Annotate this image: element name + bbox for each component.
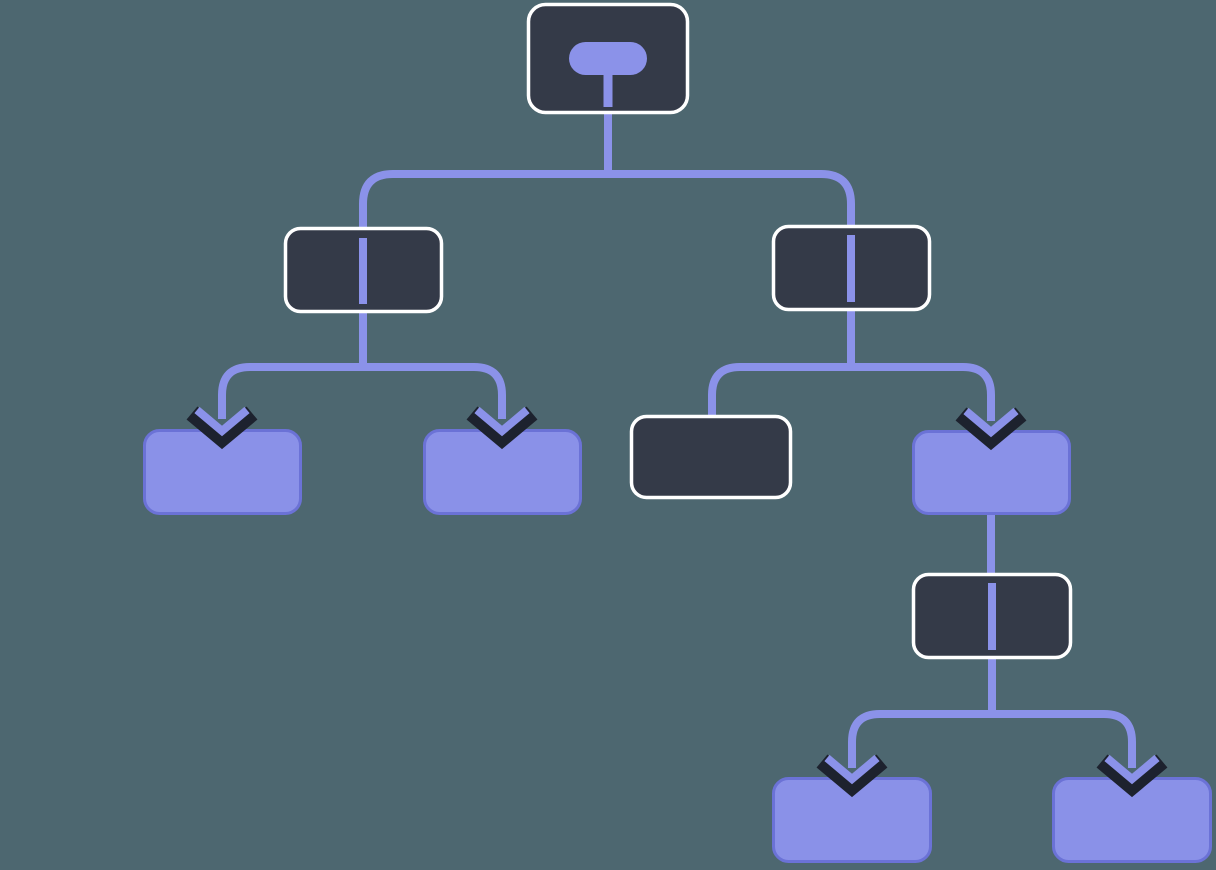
root-pill-icon	[569, 42, 647, 107]
node-icons	[359, 42, 996, 650]
edge-branch-right-split	[708, 363, 995, 421]
chevron-down-arrow-icon	[1096, 754, 1168, 798]
chevron-down-arrow-icon	[186, 406, 258, 450]
chevron-down-arrow-icon	[466, 406, 538, 450]
connectors	[218, 108, 1136, 768]
edge-branch-sub-split	[848, 710, 1136, 768]
edge-root-split	[359, 170, 855, 231]
edge-branch-left-split	[218, 363, 506, 419]
chevron-down-arrow-icon	[816, 754, 888, 798]
nodes	[143, 2, 1212, 863]
node-plain[interactable]	[629, 414, 793, 500]
arrow-markers	[186, 406, 1168, 798]
chevron-down-arrow-icon	[955, 407, 1027, 451]
